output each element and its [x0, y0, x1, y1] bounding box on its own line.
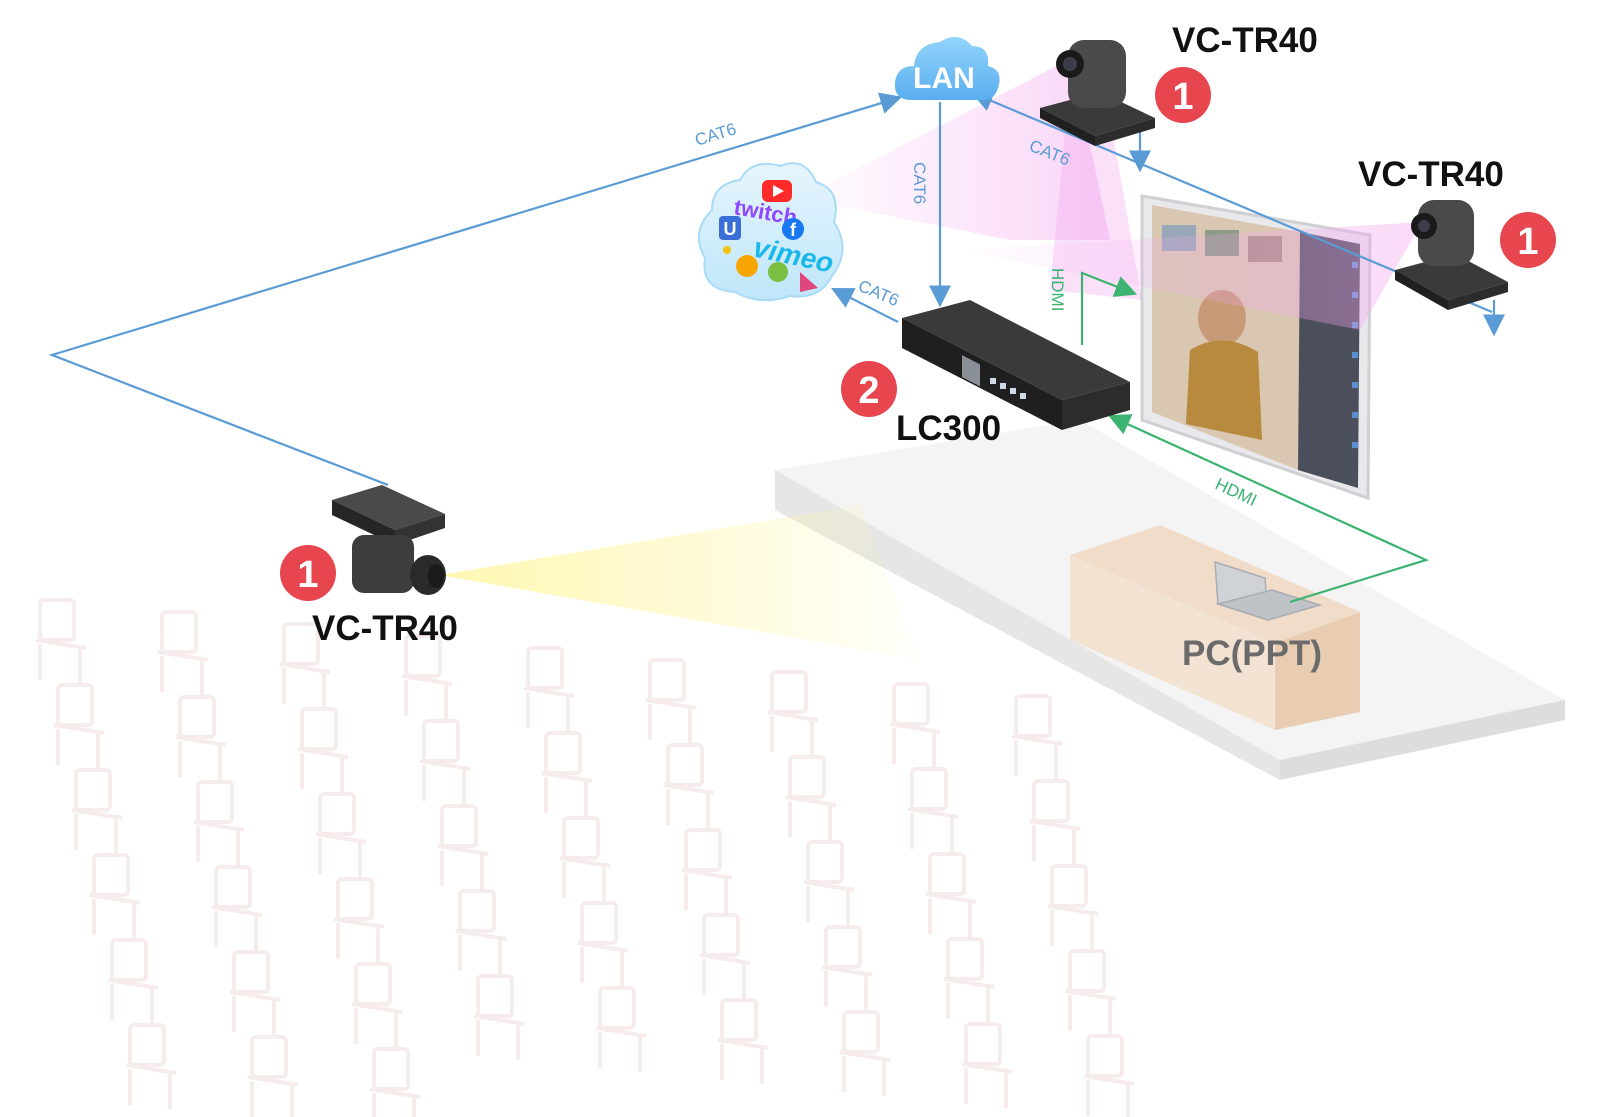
- seat-icon: [1083, 1034, 1135, 1117]
- seat-icon: [907, 767, 959, 853]
- seat-icon: [1029, 779, 1081, 865]
- seat-icon: [333, 877, 385, 963]
- seat-icon: [681, 828, 733, 914]
- label-pc: PC(PPT): [1182, 634, 1322, 673]
- seat-icon: [369, 1047, 421, 1117]
- seat-icon: [663, 743, 715, 829]
- seat-icon: [699, 913, 751, 999]
- streaming-cloud: twitch f U vimeo: [697, 162, 844, 302]
- platform-icon: [736, 255, 758, 277]
- seat-icon: [53, 683, 105, 769]
- seat-icon: [839, 1010, 891, 1096]
- platform-icon: [800, 272, 818, 292]
- badge-recorder: 2: [841, 361, 897, 417]
- seat-icon: [541, 731, 593, 817]
- seat-icon: [351, 962, 403, 1048]
- link-left-camera-to-lan: [48, 92, 903, 487]
- seat-icon: [717, 998, 769, 1084]
- podium: [1070, 525, 1360, 730]
- ustream-icon: [719, 216, 741, 240]
- seat-icon: [559, 816, 611, 902]
- badge-camera-top: 1: [1155, 67, 1211, 123]
- seat-icon: [473, 974, 525, 1060]
- hdmi-links: [1080, 271, 1430, 604]
- facebook-letter: f: [790, 220, 797, 240]
- seat-icon: [595, 986, 647, 1072]
- seat-icon: [767, 670, 819, 756]
- seat-icon: [961, 1022, 1013, 1108]
- seat-icon: [211, 865, 263, 951]
- seat-icon: [107, 938, 159, 1024]
- seat-icon: [89, 853, 141, 939]
- laptop-pc-icon: [1214, 560, 1323, 622]
- seat-icon: [523, 646, 575, 732]
- camera-top-device: [1040, 40, 1155, 146]
- seat-icon: [889, 682, 941, 768]
- badge-number: 1: [297, 554, 318, 596]
- label-link-recorder-to-display: HDMI: [1048, 268, 1067, 311]
- seat-icon: [925, 852, 977, 938]
- badge-number: 1: [1172, 76, 1193, 118]
- badge-camera-left: 1: [280, 545, 336, 601]
- camera-right-device: [1395, 200, 1508, 310]
- seat-icon: [455, 889, 507, 975]
- label-camera-left: VC-TR40: [312, 609, 458, 648]
- recorder-device: [902, 300, 1130, 430]
- link-recorder-to-streaming: [831, 288, 899, 323]
- seat-icon: [645, 658, 697, 744]
- seat-icon: [229, 950, 281, 1036]
- ustream-letter: U: [724, 219, 737, 239]
- seat-icon: [401, 634, 453, 720]
- seat-icon: [419, 719, 471, 805]
- platform-icon: [723, 246, 731, 254]
- label-camera-right: VC-TR40: [1358, 155, 1504, 194]
- label-link-left-to-lan: CAT6: [693, 119, 739, 150]
- seat-icon: [437, 804, 489, 890]
- seat-icon: [315, 792, 367, 878]
- link-recorder-to-display: [1080, 271, 1138, 345]
- cloud-icon: [894, 36, 1000, 101]
- label-recorder: LC300: [896, 409, 1001, 448]
- seat-icon: [35, 598, 87, 684]
- platform-icon: [768, 262, 788, 282]
- badge-number: 2: [858, 370, 879, 412]
- seat-icon: [125, 1023, 177, 1109]
- badge-camera-right: 1: [1500, 212, 1556, 268]
- camera-left-device: [332, 485, 446, 595]
- seat-icon: [821, 925, 873, 1011]
- seat-icon: [157, 610, 209, 696]
- seat-icon: [803, 840, 855, 926]
- seat-icon: [1011, 694, 1063, 780]
- seat-icon: [279, 622, 331, 708]
- audience-seats: [35, 598, 1135, 1117]
- seat-icon: [1047, 864, 1099, 950]
- seat-icon: [943, 937, 995, 1023]
- seat-icon: [577, 901, 629, 987]
- seat-icon: [175, 695, 227, 781]
- badge-number: 1: [1517, 221, 1538, 263]
- lan-cloud: LAN: [894, 36, 1000, 101]
- seat-icon: [297, 707, 349, 793]
- cat6-links: [48, 90, 1505, 487]
- seat-icon: [785, 755, 837, 841]
- seat-icon: [247, 1035, 299, 1117]
- lan-label: LAN: [913, 62, 975, 95]
- label-link-lan-to-recorder: CAT6: [910, 162, 929, 204]
- link-pc-to-recorder: [1107, 414, 1430, 604]
- label-camera-top: VC-TR40: [1172, 21, 1318, 60]
- seat-icon: [1065, 949, 1117, 1035]
- seat-icon: [193, 780, 245, 866]
- facebook-icon: [782, 218, 804, 240]
- cloud-icon: [697, 162, 844, 302]
- seat-icon: [71, 768, 123, 854]
